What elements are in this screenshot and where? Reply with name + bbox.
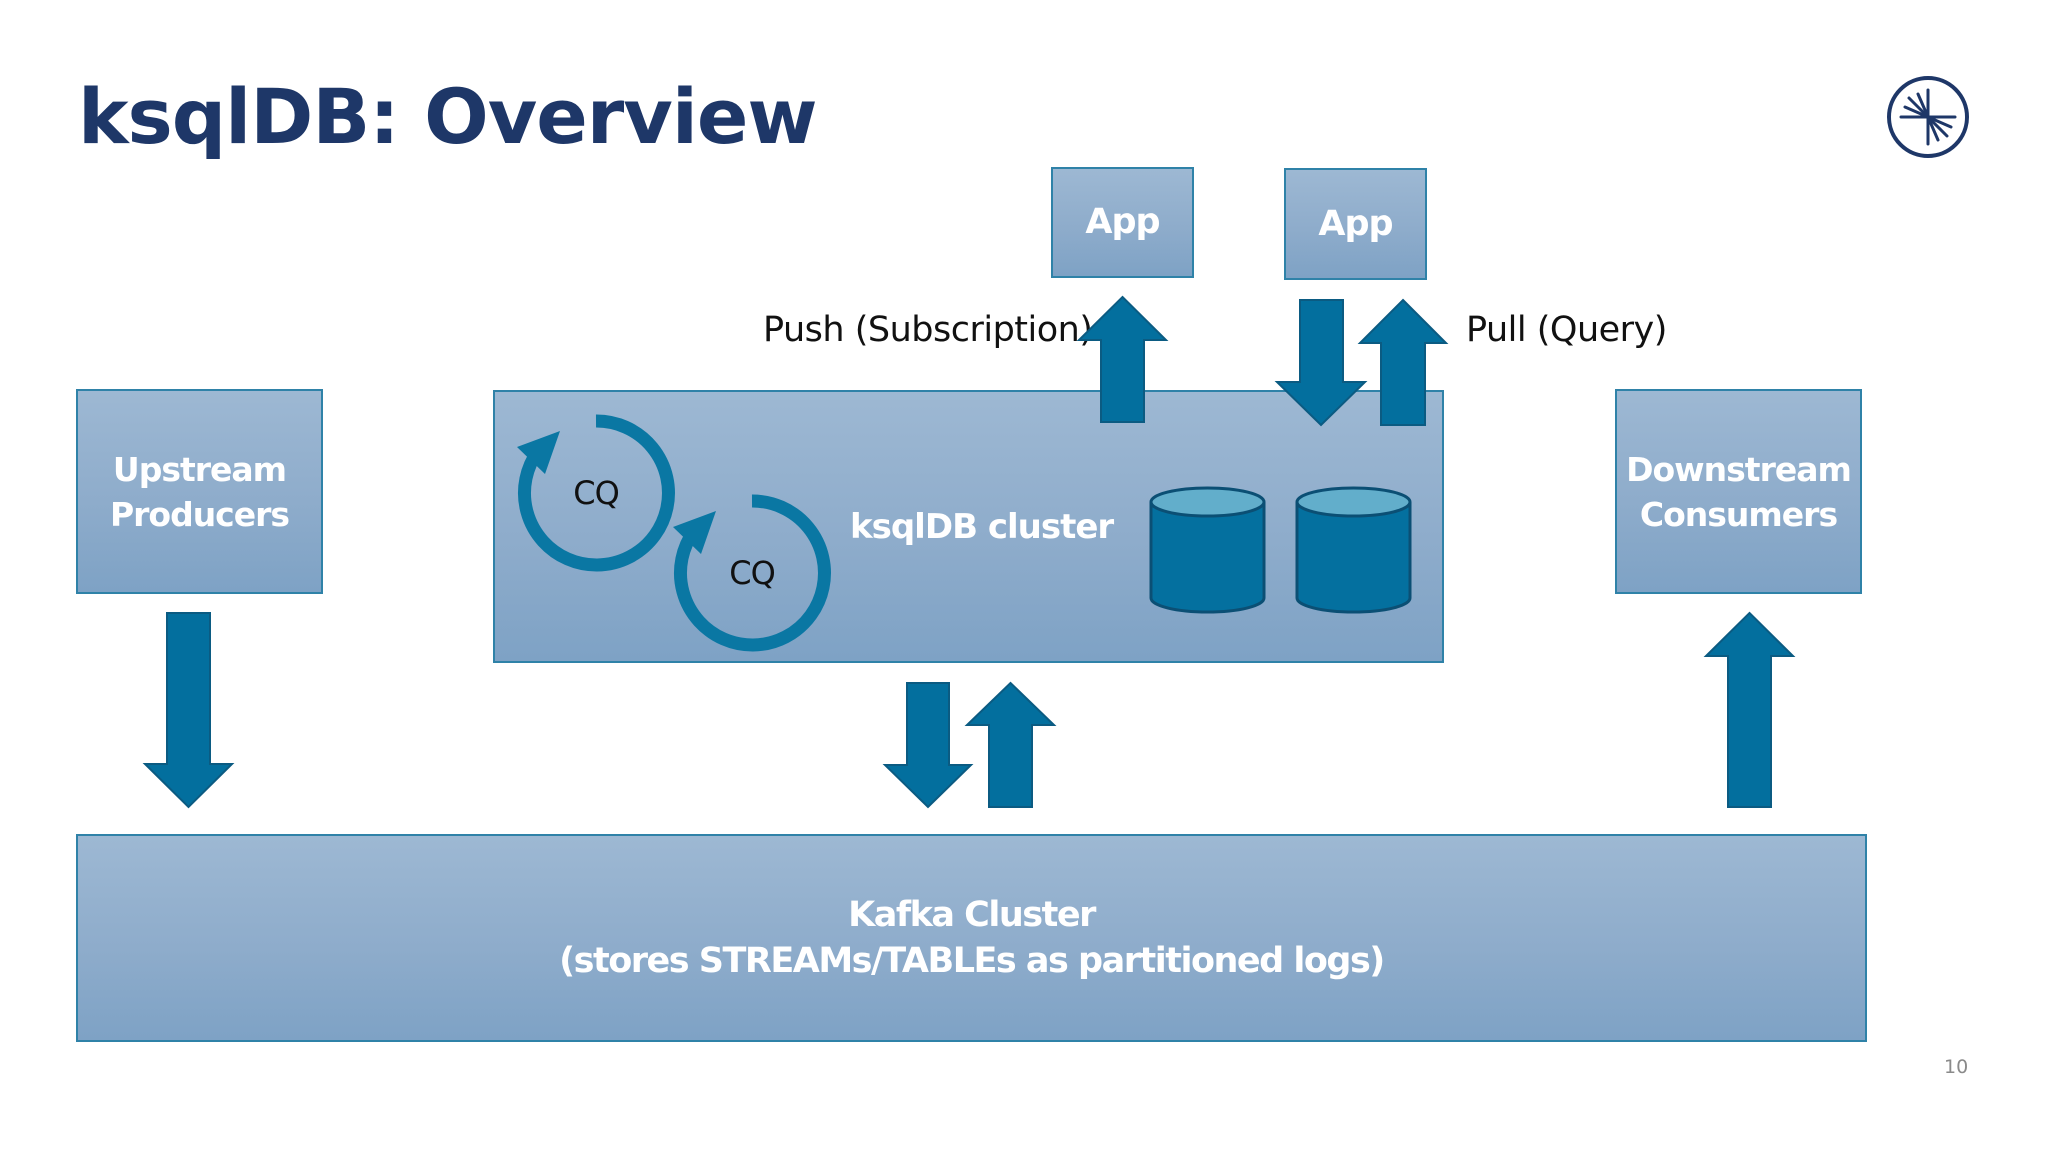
kafka-cluster-box[interactable]: Kafka Cluster (stores STREAMs/TABLEs as … [76, 834, 1867, 1042]
arrow-down-upstream-to-kafka [142, 612, 235, 809]
upstream-producers-box[interactable]: Upstream Producers [76, 389, 323, 594]
downstream-label-line1: Downstream [1626, 449, 1852, 489]
arrow-up-kafka-to-downstream [1703, 611, 1796, 808]
cq-label: CQ [729, 554, 776, 592]
arrow-up-kafka-to-ksqldb [964, 681, 1057, 808]
downstream-label-line2: Consumers [1639, 494, 1838, 534]
kafka-cluster-subtitle: (stores STREAMs/TABLEs as partitioned lo… [559, 941, 1385, 981]
upstream-label-line1: Upstream [112, 449, 287, 489]
kafka-cluster-title: Kafka Cluster [848, 895, 1096, 935]
app-label: App [1318, 203, 1393, 244]
pull-query-label: Pull (Query) [1466, 310, 1667, 350]
cq-label: CQ [573, 474, 620, 512]
ksqldb-cluster-label: ksqlDB cluster [850, 507, 1114, 547]
arrow-down-ksqldb-to-kafka [882, 682, 974, 809]
downstream-consumers-box[interactable]: Downstream Consumers [1615, 389, 1862, 594]
app-label: App [1085, 202, 1160, 242]
app-box-pull[interactable]: App [1284, 168, 1427, 280]
page-number: 10 [1944, 1056, 1969, 1078]
app-box-push[interactable]: App [1051, 167, 1194, 278]
slide-title: ksqlDB: Overview [78, 72, 818, 161]
confluent-logo-icon [1887, 76, 1969, 158]
push-subscription-label: Push (Subscription) [763, 310, 1093, 350]
upstream-label-line2: Producers [109, 494, 290, 534]
